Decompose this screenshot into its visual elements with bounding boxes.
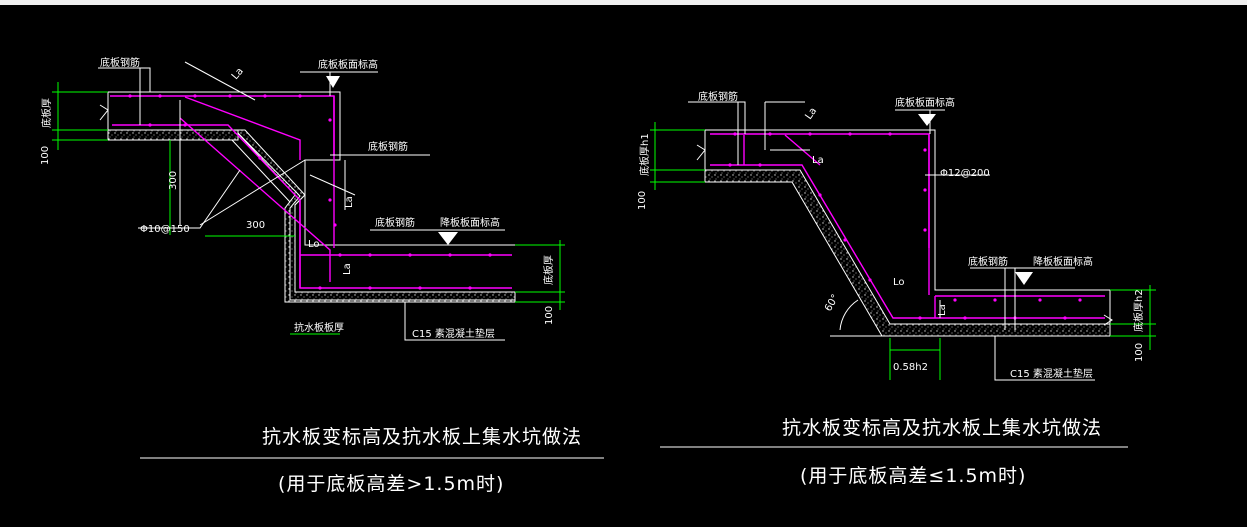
right-label-stirrup: Φ12@200 [940,168,990,179]
right-label-dim-100: 100 [637,191,648,210]
right-title: 抗水板变标高及抗水板上集水坑做法 [782,417,1102,439]
right-label-bottom-rebar-low: 底板钢筋 [968,255,1008,268]
right-label-angle: 60° [823,293,841,314]
left-rebar-dots [128,94,492,290]
left-label-lo: Lo [308,239,320,250]
right-elev-marker-top [918,114,936,126]
left-label-slab-top-elev: 底板板面标高 [318,58,378,71]
left-label-lowered-elev: 降板板面标高 [440,216,500,229]
left-label-bottom-rebar-low: 底板钢筋 [375,216,415,229]
right-leaders [688,101,1095,381]
right-label-lowered-elev: 降板板面标高 [1033,255,1093,268]
left-label-la-top: La [230,66,246,82]
right-label-la-low: La [937,304,948,316]
right-label-la-top: La [803,106,819,122]
right-label-bottom-rebar-top: 底板钢筋 [698,90,738,103]
right-c15-cushion [704,169,1111,337]
left-upper-slab-outline [108,91,515,246]
left-label-la-mid: La [344,196,355,208]
left-dimensions [52,82,565,335]
right-detail: 底板钢筋 底板板面标高 La La 底板厚h1 100 Φ12@200 Lo L… [637,90,1156,487]
left-label-dim-300-v: 300 [168,171,179,190]
right-label-slab-top-elev: 底板板面标高 [895,96,955,109]
left-detail: 底板钢筋 底板板面标高 底板厚 100 300 La 底板钢筋 La Φ10@1… [40,56,604,495]
left-label-wall-thickness: 抗水板板厚 [294,321,344,334]
right-label-dim-100-r: 100 [1134,343,1145,362]
right-label-h2: 底板厚h2 [1132,289,1145,332]
right-rebar-dots [728,132,1082,320]
left-subtitle: (用于底板高差>1.5m时) [278,473,504,495]
left-label-c15: C15 素混凝土垫层 [412,327,495,340]
left-label-slab-thickness-r: 底板厚 [542,255,555,285]
right-label-dim-058: 0.58h2 [893,362,928,373]
left-elev-marker-low [438,232,458,245]
right-dimensions [650,122,1156,380]
left-label-stirrup: Φ10@150 [140,224,190,235]
left-label-dim-100-r: 100 [544,306,555,325]
window-top-edge [0,0,1247,5]
left-title: 抗水板变标高及抗水板上集水坑做法 [262,426,582,448]
right-elev-marker-low [1015,272,1033,285]
right-rebar [710,133,1105,319]
left-label-bottom-rebar-mid: 底板钢筋 [368,140,408,153]
left-label-dim-300-h: 300 [246,220,265,231]
left-elev-marker-top [326,76,340,88]
left-label-bottom-rebar-top: 底板钢筋 [100,56,140,69]
right-label-h1: 底板厚h1 [638,133,651,176]
right-slab-outline [705,129,1110,291]
left-c15-cushion [108,129,516,303]
left-label-la-low: La [342,263,353,275]
right-label-lo: Lo [893,277,905,288]
left-leaders [98,61,505,341]
right-label-c15: C15 素混凝土垫层 [1010,367,1093,380]
left-label-dim-100: 100 [40,146,51,165]
right-subtitle: (用于底板高差≤1.5m时) [800,465,1026,487]
right-label-la-lo: La [812,155,824,166]
left-label-slab-thickness: 底板厚 [40,98,53,128]
